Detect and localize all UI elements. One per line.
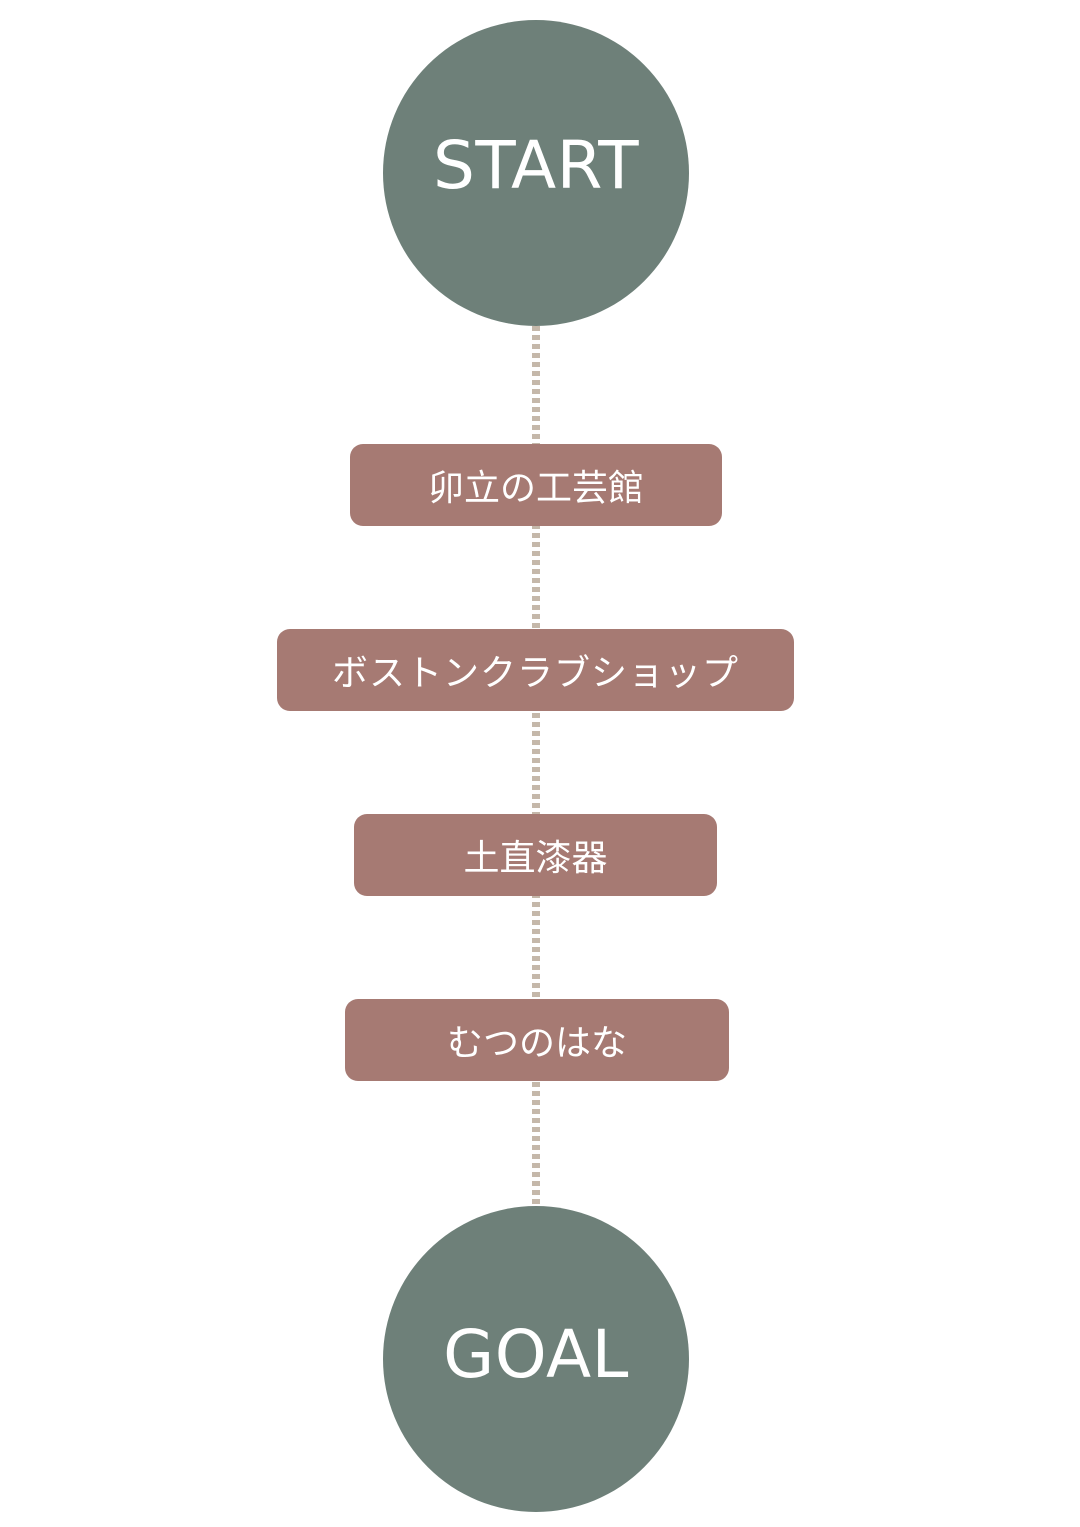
route-dotted-line: [532, 326, 540, 1206]
route-stop-label: 土直漆器: [463, 838, 608, 879]
start-label: START: [432, 126, 640, 204]
route-stop-1: 卯立の工芸館: [350, 444, 722, 526]
goal-node: GOAL: [383, 1206, 689, 1512]
route-stop-2: ボストンクラブショップ: [277, 629, 794, 711]
route-stop-label: むつのはな: [446, 1023, 627, 1064]
route-stop-3: 土直漆器: [354, 814, 717, 896]
route-stop-label: 卯立の工芸館: [427, 468, 644, 509]
route-stop-4: むつのはな: [345, 999, 729, 1081]
goal-label: GOAL: [443, 1315, 629, 1393]
start-node: START: [383, 20, 689, 326]
route-stop-label: ボストンクラブショップ: [331, 653, 739, 694]
